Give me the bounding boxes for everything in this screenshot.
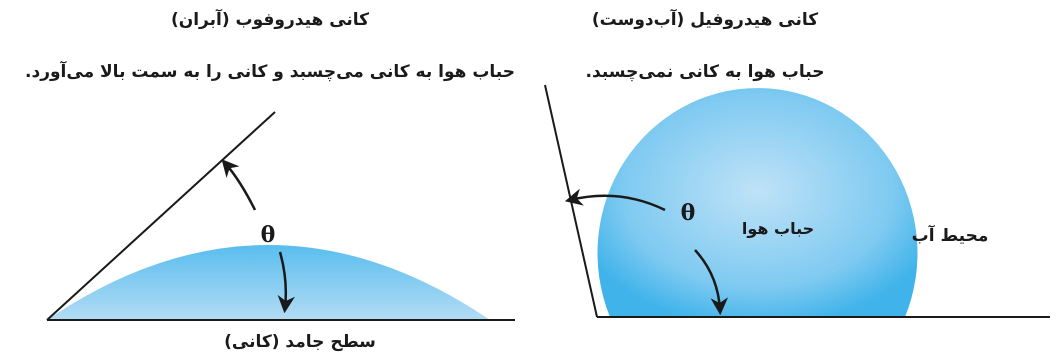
right-angle-arrow-left [564, 188, 666, 212]
right-angle-symbol: θ [680, 200, 696, 226]
right-panel-title: کانی هیدروفیل (آب‌دوست) [591, 10, 819, 30]
left-surface-label: سطح جامد (کانی) [224, 332, 376, 352]
right-angle-arrow-down [694, 249, 729, 316]
right-panel-description: حباب هوا به کانی نمی‌چسبد. [585, 62, 825, 82]
left-panel-description: حباب هوا به کانی می‌چسبد و کانی را به سم… [25, 62, 515, 82]
right-bubble-label: حباب هوا [741, 219, 815, 238]
left-angle-arrow-up [221, 159, 257, 211]
right-bubble [597, 88, 918, 317]
left-panel-title: کانی هیدروفوب (آبران) [170, 10, 370, 30]
left-angle-arrow-down [277, 251, 296, 314]
left-angle-symbol: θ [260, 222, 276, 248]
left-bubble-cap [47, 245, 490, 320]
right-medium-label: محیط آب [911, 226, 989, 246]
left-incline-line [46, 111, 276, 321]
